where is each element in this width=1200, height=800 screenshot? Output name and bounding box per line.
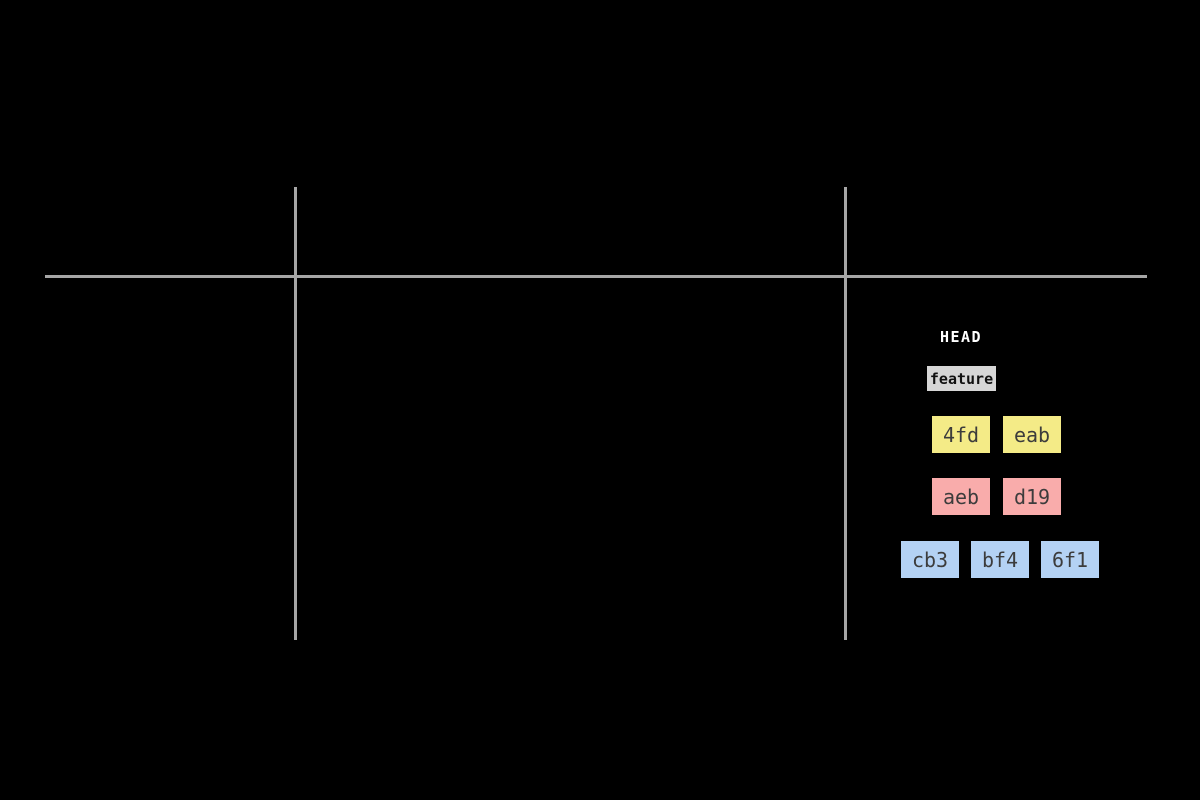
commit-box-d19: d19 bbox=[1003, 478, 1061, 515]
commit-box-eab: eab bbox=[1003, 416, 1061, 453]
table-column-divider-right bbox=[844, 187, 847, 640]
table-column-divider-left bbox=[294, 187, 297, 640]
commit-box-aeb: aeb bbox=[932, 478, 990, 515]
table-header-divider bbox=[45, 275, 1147, 278]
commit-box-bf4: bf4 bbox=[971, 541, 1029, 578]
commit-box-6f1: 6f1 bbox=[1041, 541, 1099, 578]
branch-label-feature: feature bbox=[927, 366, 996, 391]
commit-box-cb3: cb3 bbox=[901, 541, 959, 578]
head-label: HEAD bbox=[939, 328, 983, 346]
commit-box-4fd: 4fd bbox=[932, 416, 990, 453]
